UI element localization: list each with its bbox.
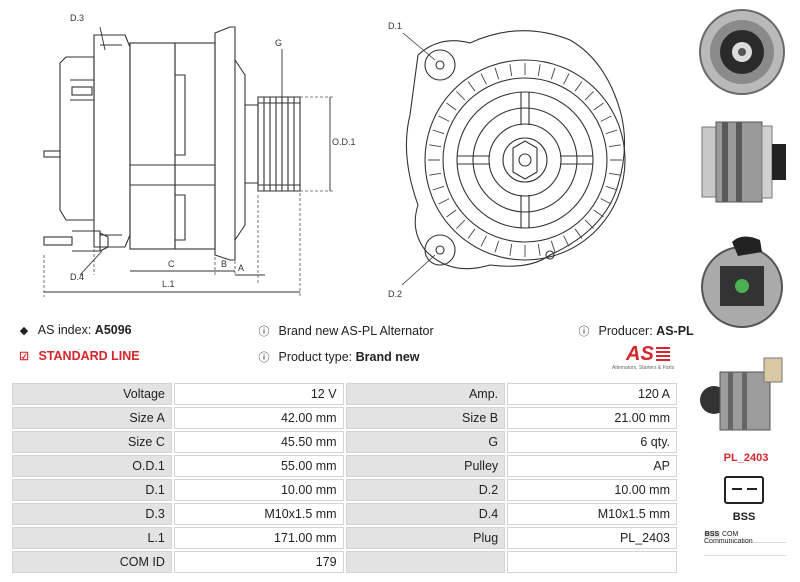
logo-tagline: Alternators, Starters & Parts	[612, 365, 675, 371]
standard-line-label: STANDARD LINE	[38, 349, 140, 363]
spec-value: 55.00 mm	[173, 455, 344, 477]
as-index-row: ◆ AS index: A5096	[18, 323, 132, 337]
spec-value	[507, 551, 677, 573]
info-icon: ⓘ	[258, 326, 270, 338]
spec-value: 21.00 mm	[507, 407, 677, 429]
photo-front-view	[699, 9, 785, 95]
label-d4: D.4	[70, 272, 84, 282]
photo-side-view	[701, 121, 786, 203]
spec-value: M10x1.5 mm	[507, 503, 677, 525]
spec-value: 10.00 mm	[173, 479, 344, 501]
producer-value: AS-PL	[656, 324, 694, 338]
info-icon: ⓘ	[578, 326, 590, 338]
spec-value: 45.50 mm	[173, 431, 344, 453]
legend-row	[704, 544, 786, 556]
spec-label: L.1	[12, 527, 172, 549]
as-index-label: AS index:	[37, 323, 92, 337]
label-d1: D.1	[388, 21, 402, 31]
spec-label: G	[345, 431, 506, 453]
spec-value: 171.00 mm	[173, 527, 344, 549]
spec-label: D.4	[345, 503, 506, 525]
label-l1: L.1	[162, 279, 175, 289]
spec-value: 10.00 mm	[507, 479, 677, 501]
photo-angled-view	[700, 357, 783, 431]
spec-label: Plug	[345, 527, 506, 549]
standard-line-row: ☑ STANDARD LINE	[18, 349, 140, 363]
spec-value: AP	[507, 455, 677, 477]
alternator-front-drawing: D.1 D.2	[388, 21, 626, 299]
as-pl-logo: AS Alternators, Starters & Parts	[612, 343, 682, 373]
label-od1: O.D.1	[332, 137, 356, 147]
spec-label: D.3	[12, 503, 172, 525]
brand-new-row: ⓘ Brand new AS-PL Alternator	[258, 323, 434, 339]
spec-label: Amp.	[345, 383, 506, 405]
alternator-side-drawing: D.3 G O.D.1 B A C L.1 D.4	[43, 13, 356, 297]
spec-label: Size B	[345, 407, 506, 429]
label-d3: D.3	[70, 13, 84, 23]
spec-value: 12 V	[173, 383, 344, 405]
spec-label: D.2	[345, 479, 506, 501]
spec-value: M10x1.5 mm	[173, 503, 344, 525]
spec-value: 6 qty.	[507, 431, 677, 453]
spec-value: 179	[173, 551, 344, 573]
spec-label: Size A	[12, 407, 172, 429]
label-a: A	[238, 263, 244, 273]
label-d2: D.2	[388, 289, 402, 299]
brand-new-text: Brand new AS-PL Alternator	[278, 324, 434, 338]
info-icon: ⓘ	[258, 352, 270, 364]
tag-icon: ◆	[19, 325, 29, 337]
legend-key: BSS	[704, 531, 720, 538]
plug-label: PL_2403	[723, 452, 769, 464]
legend-value: COM Communication	[704, 531, 753, 545]
spec-label: D.1	[12, 479, 172, 501]
label-c: C	[168, 259, 175, 269]
product-type-row: ⓘ Product type: Brand new	[258, 349, 420, 365]
legend-row: BSS COM Communication	[704, 531, 786, 545]
photo-rear-view	[701, 236, 783, 328]
producer-row: ⓘ Producer: AS-PL	[578, 323, 694, 339]
producer-label: Producer:	[598, 324, 653, 338]
plug-type-label: BSS	[732, 511, 756, 523]
product-type-label: Product type:	[278, 350, 353, 364]
checkbox-icon: ☑	[19, 351, 29, 363]
spec-label: COM ID	[12, 551, 172, 573]
spec-label: Voltage	[12, 383, 172, 405]
spec-label	[345, 551, 506, 573]
spec-label: Pulley	[345, 455, 506, 477]
spec-value: PL_2403	[507, 527, 677, 549]
plug-connector-icon	[724, 476, 764, 504]
spec-label: Size C	[12, 431, 172, 453]
label-b: B	[221, 259, 227, 269]
spec-value: 42.00 mm	[173, 407, 344, 429]
logo-lines-icon	[656, 347, 670, 361]
spec-label: O.D.1	[12, 455, 172, 477]
as-index-value: A5096	[94, 323, 132, 337]
product-type-value: Brand new	[355, 350, 420, 364]
label-g: G	[275, 38, 282, 48]
logo-text: AS	[626, 343, 654, 365]
spec-value: 120 A	[507, 383, 677, 405]
